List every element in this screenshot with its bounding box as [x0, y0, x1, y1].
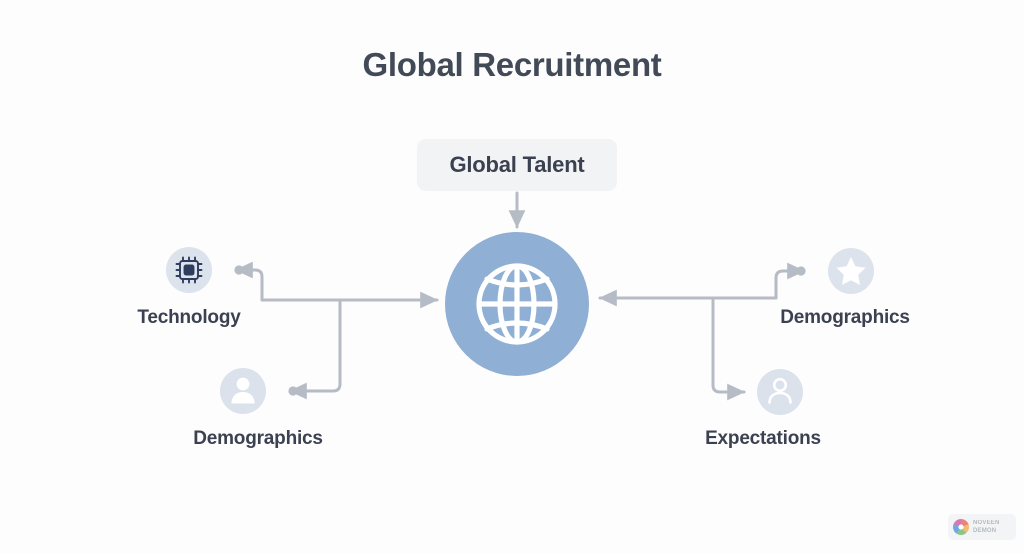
node-label-demographics-left: Demographics — [193, 428, 323, 449]
page-title: Global Recruitment — [362, 46, 662, 83]
globe-icon — [476, 263, 558, 345]
person-outline-icon — [768, 377, 792, 404]
watermark-logo-icon — [953, 519, 969, 535]
watermark-text: NOVEEN DEMON — [973, 520, 1000, 535]
node-label-demographics-right: Demographics — [780, 307, 910, 328]
node-label-expectations: Expectations — [705, 428, 821, 449]
connector-technology — [234, 261, 264, 302]
connector-expectations — [711, 296, 746, 401]
watermark-badge: NOVEEN DEMON — [948, 514, 1016, 540]
hub-node[interactable] — [445, 232, 589, 376]
node-demographics-left[interactable] — [220, 368, 266, 414]
watermark-line-2: DEMON — [973, 527, 997, 534]
watermark-line-1: NOVEEN — [973, 519, 1000, 526]
person-filled-icon — [231, 377, 255, 404]
hub-label-box[interactable]: Global Talent — [417, 139, 617, 191]
node-technology[interactable] — [166, 247, 212, 293]
star-icon — [836, 257, 866, 285]
node-demographics-right[interactable] — [828, 248, 874, 294]
node-expectations[interactable] — [757, 369, 803, 415]
node-label-technology: Technology — [137, 307, 241, 328]
connector-demographics-left — [288, 298, 342, 400]
hub-label-text: Global Talent — [449, 152, 585, 177]
cpu-chip-icon — [175, 256, 203, 284]
connector-demographics-right — [774, 262, 806, 300]
